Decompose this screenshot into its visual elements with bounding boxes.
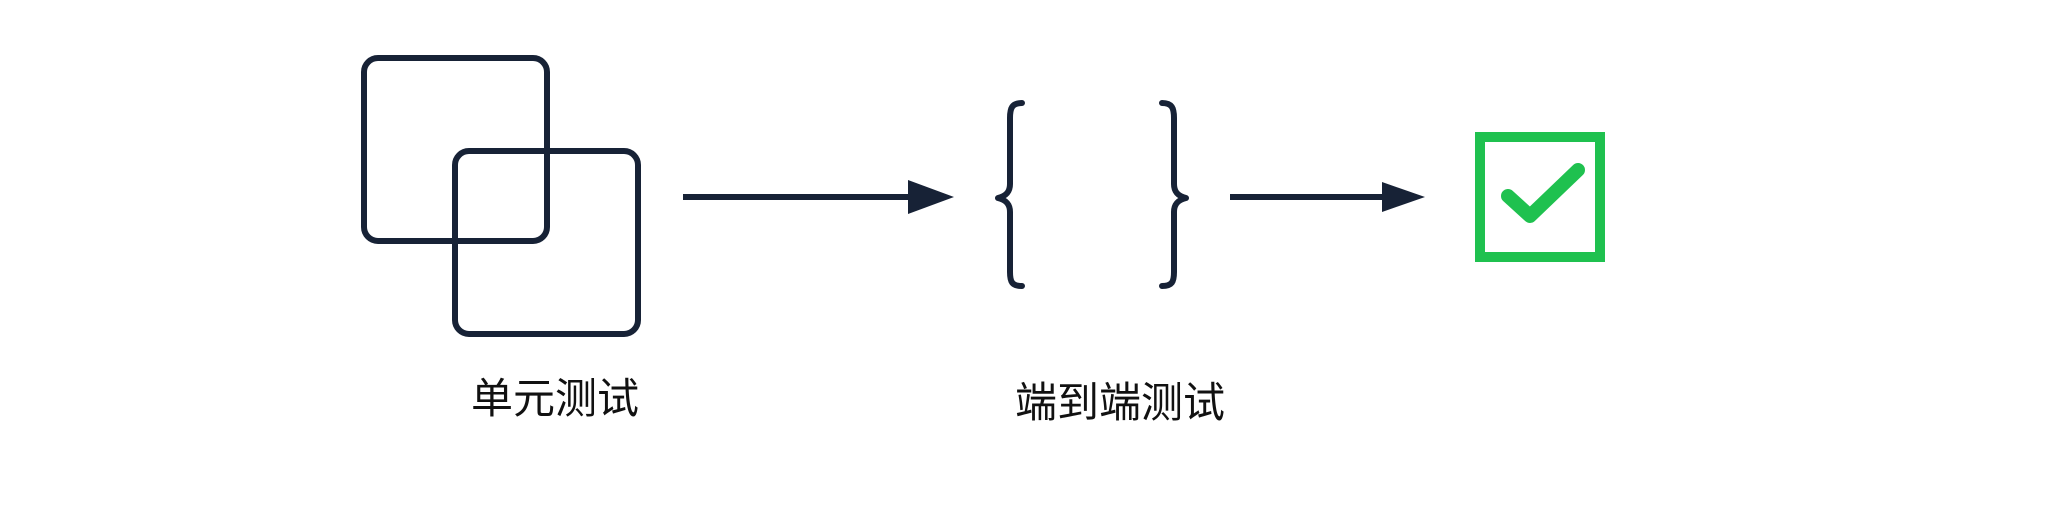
checkbox-frame: [1475, 132, 1605, 262]
checkmark-icon: [1501, 163, 1585, 223]
arrow-head: [908, 180, 954, 214]
green-checkbox-icon: [1475, 132, 1605, 262]
right-brace: [1159, 100, 1189, 289]
arrow-right-icon: [1230, 182, 1425, 212]
front-square: [452, 148, 641, 337]
arrow-head: [1382, 182, 1425, 212]
left-brace: [995, 100, 1025, 289]
e2e-test-label: 端到端测试: [1014, 378, 1225, 427]
arrow-right-icon: [683, 180, 954, 214]
overlapping-squares-icon: [361, 55, 641, 337]
curly-braces-icon: [995, 100, 1189, 289]
unit-test-label: 单元测试: [470, 374, 639, 423]
